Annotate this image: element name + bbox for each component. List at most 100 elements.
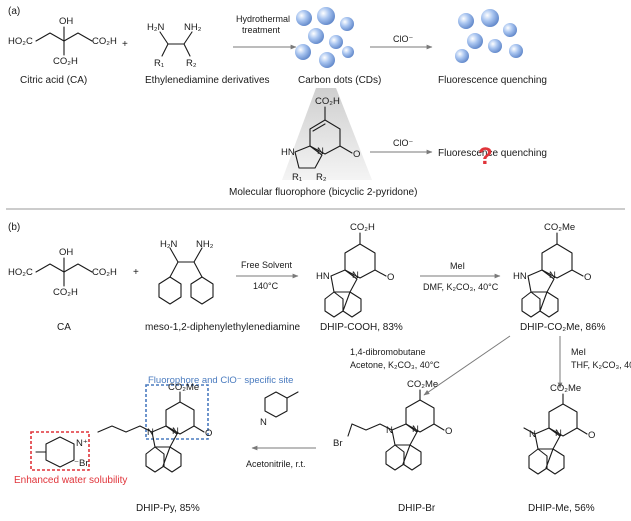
ethylenediamine-structure: H₂N NH₂ R₁ R₂ bbox=[147, 22, 202, 69]
atom-n: N bbox=[147, 427, 154, 438]
step1-b-line1: Free Solvent bbox=[241, 260, 293, 270]
fluorophore-structure: CO₂H O HN N R₁ R₂ bbox=[281, 96, 360, 183]
dhip-cooh-caption: DHIP-COOH, 83% bbox=[320, 322, 403, 333]
ca-caption-b: CA bbox=[57, 322, 71, 333]
site-box bbox=[145, 384, 209, 440]
step1-b-line2: 140°C bbox=[253, 281, 279, 291]
atom-co2h: CO₂H bbox=[315, 96, 340, 107]
atom-n: N bbox=[317, 146, 324, 157]
step1-line1: Hydrothermal bbox=[236, 14, 290, 24]
carbon-dot bbox=[509, 44, 523, 58]
atom-co2me: CO₂Me bbox=[544, 222, 575, 233]
solubility-label: Enhanced water solubility bbox=[14, 475, 127, 486]
dhip-cooh-structure: CO₂H O HN N bbox=[316, 222, 394, 318]
atom-o: O bbox=[353, 149, 360, 160]
atom-n: N bbox=[529, 429, 536, 440]
citric-acid-structure: OH HO₂C CO₂H CO₂H bbox=[8, 16, 117, 67]
panel-b-label: (b) bbox=[8, 222, 20, 233]
solubility-box bbox=[30, 431, 90, 471]
atom-hn: HN bbox=[281, 147, 295, 158]
step3-arrow bbox=[423, 335, 511, 396]
meso-diamine-structure: H₂N NH₂ bbox=[158, 239, 214, 305]
atom-nh2: NH₂ bbox=[196, 239, 214, 250]
diamine-caption: meso-1,2-diphenylethylenediamine bbox=[145, 322, 301, 333]
carbon-dot bbox=[340, 17, 354, 31]
step2-line1: MeI bbox=[450, 261, 465, 271]
plus-sign-b: + bbox=[133, 267, 139, 278]
atom-r1: R₁ bbox=[292, 172, 302, 183]
step4-line2: THF, K₂CO₃, 40°C bbox=[571, 360, 631, 370]
carbon-dot bbox=[295, 44, 311, 60]
atom-hn: HN bbox=[316, 271, 330, 282]
atom-o: O bbox=[588, 430, 595, 441]
atom-co2h: CO₂H bbox=[53, 56, 78, 67]
atom-oh: OH bbox=[59, 247, 73, 258]
panel-a-label: (a) bbox=[8, 6, 20, 17]
carbon-dot bbox=[455, 49, 469, 63]
carbon-dot bbox=[296, 10, 312, 26]
step4-line1: MeI bbox=[571, 347, 586, 357]
clo-reagent-2: ClO⁻ bbox=[393, 138, 413, 148]
dhip-py-caption: DHIP-Py, 85% bbox=[136, 503, 200, 514]
atom-o: O bbox=[205, 428, 212, 439]
dhip-me-caption: DHIP-Me, 56% bbox=[528, 503, 595, 514]
atom-co2h: CO₂H bbox=[92, 36, 117, 47]
atom-co2me: CO₂Me bbox=[407, 379, 438, 390]
atom-co2me: CO₂Me bbox=[550, 383, 581, 394]
quench-caption-2: Fluorescence quenching bbox=[438, 148, 547, 159]
atom-co2me: CO₂Me bbox=[168, 382, 199, 393]
atom-ho2c: HO₂C bbox=[8, 36, 33, 47]
atom-hn: HN bbox=[513, 271, 527, 282]
atom-h2n: H₂N bbox=[147, 22, 165, 33]
dhip-me-structure: CO₂Me O N N bbox=[523, 383, 595, 475]
ca-caption: Citric acid (CA) bbox=[20, 75, 87, 86]
cd-caption: Carbon dots (CDs) bbox=[298, 75, 381, 86]
atom-co2h: CO₂H bbox=[53, 287, 78, 298]
quenched-dots bbox=[455, 9, 523, 63]
atom-ho2c: HO₂C bbox=[8, 267, 33, 278]
pyridinium-structure: N⁺ ⁻Br bbox=[35, 436, 89, 469]
atom-n-plus: N⁺ bbox=[76, 438, 88, 449]
atom-o: O bbox=[387, 272, 394, 283]
atom-br-minus: ⁻Br bbox=[74, 458, 89, 469]
atom-n: N bbox=[412, 424, 419, 435]
atom-n: N bbox=[172, 426, 179, 437]
dhip-co2me-structure: CO₂Me O HN N bbox=[513, 222, 591, 318]
carbon-dot bbox=[319, 52, 335, 68]
carbon-dot bbox=[308, 28, 324, 44]
carbon-dot bbox=[503, 23, 517, 37]
plus-sign: + bbox=[122, 39, 128, 50]
eda-caption: Ethylenediamine derivatives bbox=[145, 75, 270, 86]
atom-n: N bbox=[352, 270, 359, 281]
carbon-dot bbox=[481, 9, 499, 27]
carbon-dot bbox=[467, 33, 483, 49]
atom-o: O bbox=[584, 272, 591, 283]
question-mark: ? bbox=[478, 143, 493, 170]
carbon-dot bbox=[342, 46, 354, 58]
dhip-br-caption: DHIP-Br bbox=[398, 503, 436, 514]
citric-acid-structure-b: OH HO₂C CO₂H CO₂H bbox=[8, 247, 117, 298]
atom-n: N bbox=[555, 428, 562, 439]
atom-o: O bbox=[445, 426, 452, 437]
atom-r1: R₁ bbox=[154, 58, 164, 69]
step3-line2: Acetone, K₂CO₃, 40°C bbox=[350, 360, 440, 370]
atom-n: N bbox=[260, 417, 267, 428]
step3-line1: 1,4-dibromobutane bbox=[350, 347, 426, 357]
quench-caption: Fluorescence quenching bbox=[438, 75, 547, 86]
step2-line2: DMF, K₂CO₃, 40°C bbox=[423, 282, 499, 292]
atom-co2h: CO₂H bbox=[92, 267, 117, 278]
carbon-dot bbox=[329, 35, 343, 49]
carbon-dot bbox=[458, 13, 474, 29]
atom-r2: R₂ bbox=[316, 172, 327, 183]
atom-nh2: NH₂ bbox=[184, 22, 202, 33]
atom-h2n: H₂N bbox=[160, 239, 178, 250]
carbon-dot bbox=[488, 39, 502, 53]
light-beam bbox=[282, 88, 372, 180]
clo-reagent: ClO⁻ bbox=[393, 34, 413, 44]
dhip-br-structure: CO₂Me O N N Br bbox=[333, 379, 452, 471]
dhip-py-structure: CO₂Me O N N bbox=[97, 382, 212, 473]
methylpyridine-structure: N bbox=[260, 391, 299, 428]
carbon-dot bbox=[317, 7, 335, 25]
atom-n: N bbox=[386, 425, 393, 436]
